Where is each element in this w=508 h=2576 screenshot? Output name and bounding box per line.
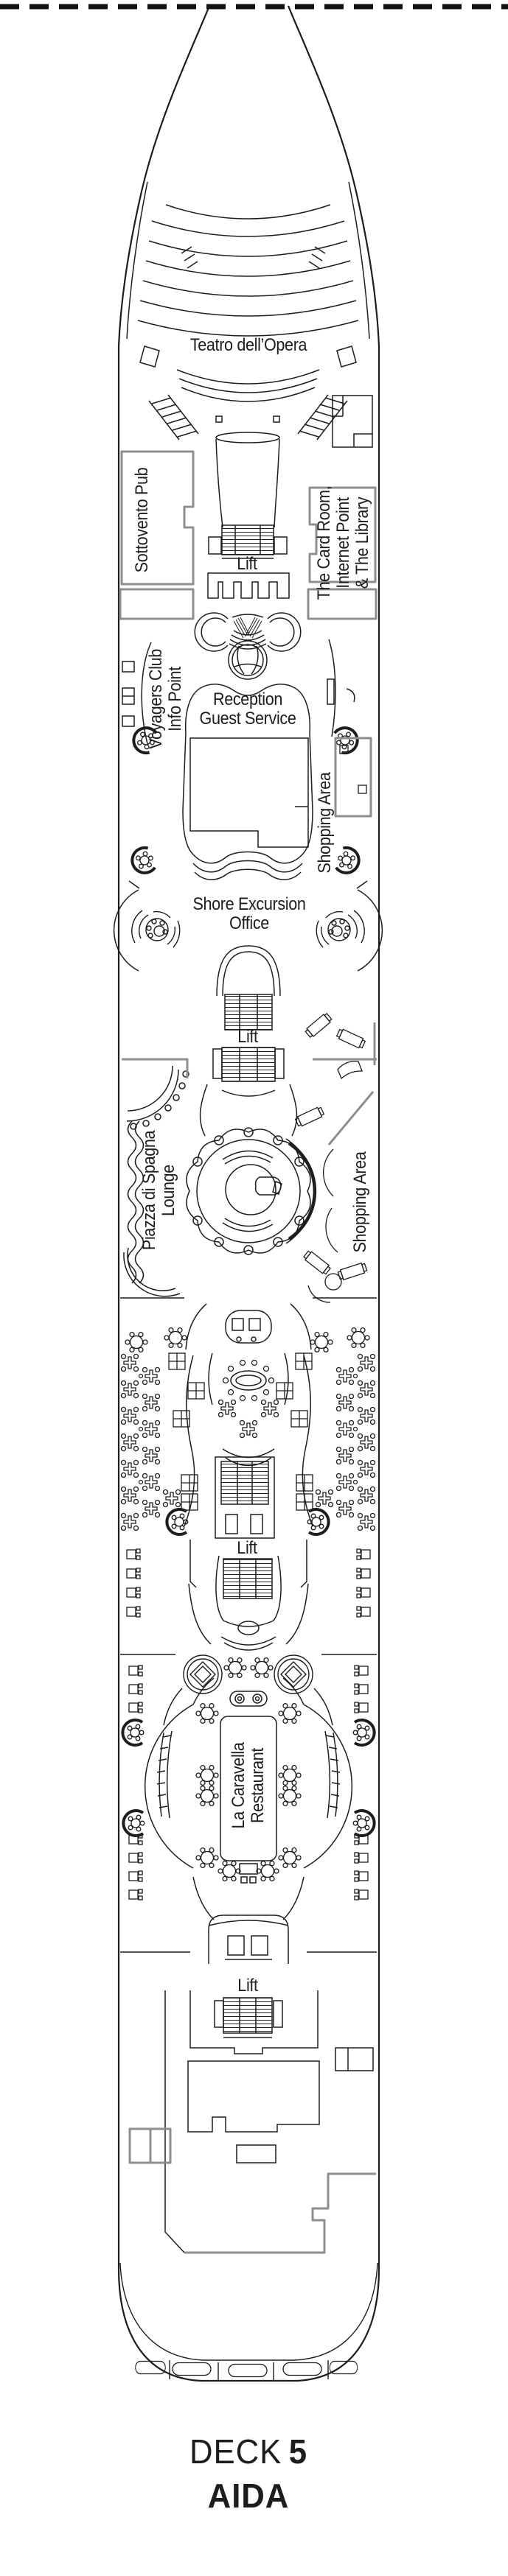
midship-seating <box>120 1297 377 1527</box>
lift-3-stairs <box>188 1456 309 1651</box>
label-line: Voyagers Club <box>146 649 166 749</box>
shore-excursion-desks <box>113 880 383 972</box>
shopping-area-fixtures <box>294 1011 368 1303</box>
deck-word: DECK <box>189 2432 282 2471</box>
label-voyagers-club: Voyagers Club Info Point <box>146 649 185 749</box>
lift-4-stairs <box>189 1915 319 2054</box>
label-sottovento-pub: Sottovento Pub <box>132 467 152 573</box>
label-line: La Caravella <box>229 1742 248 1829</box>
label-shopping-area-2: Shopping Area <box>350 1151 370 1253</box>
stern-rooms <box>164 1990 374 2253</box>
label-line: Shore Excursion <box>192 894 306 914</box>
lift-2-stairs <box>199 945 298 1137</box>
label-line: Guest Service <box>199 709 296 729</box>
piazza-lounge <box>123 1065 317 1297</box>
label-line: Reception <box>212 689 283 709</box>
label-line: Piazza di Spagna <box>139 1130 159 1251</box>
stern-lifeboats <box>119 2262 378 2380</box>
label-line: The Card Room, <box>314 485 334 600</box>
stage <box>139 345 373 448</box>
label-line: Internet Point <box>333 497 353 589</box>
label-lift-2: Lift <box>237 1027 258 1047</box>
label-line: Office <box>229 913 269 933</box>
label-shopping-area-1: Shopping Area <box>315 772 335 874</box>
label-la-caravella: La Caravella Restaurant <box>229 1743 268 1829</box>
atrium-grand-staircase <box>194 612 302 680</box>
ship-name: AIDA <box>207 2477 290 2515</box>
label-reception: Reception Guest Service <box>200 690 296 729</box>
reception-lounge-furniture <box>127 723 367 878</box>
label-line: Lounge <box>159 1165 178 1216</box>
lift-1-stairs <box>207 432 290 599</box>
label-card-room-library: The Card Room, Internet Point & The Libr… <box>314 485 372 600</box>
label-piazza-di-spagna: Piazza di Spagna Lounge <box>139 1130 178 1251</box>
reception-area <box>122 639 355 880</box>
restaurant <box>120 1677 377 1953</box>
hull <box>117 5 380 2382</box>
restaurant-entry <box>120 1654 377 1726</box>
label-lift-4: Lift <box>237 1976 258 1996</box>
midship-tables <box>120 1327 376 1618</box>
label-line: & The Library <box>352 496 372 589</box>
theatre <box>126 181 370 340</box>
interior-walls <box>119 450 377 2254</box>
label-teatro-dell-opera: Teatro dell’Opera <box>189 335 307 355</box>
label-lift-3: Lift <box>237 1538 257 1558</box>
label-shore-excursion: Shore Excursion Office <box>192 895 305 933</box>
label-line: Info Point <box>165 667 185 731</box>
label-lift-1: Lift <box>237 554 257 574</box>
label-line: Restaurant <box>248 1747 268 1824</box>
deck-number: 5 <box>288 2432 307 2471</box>
